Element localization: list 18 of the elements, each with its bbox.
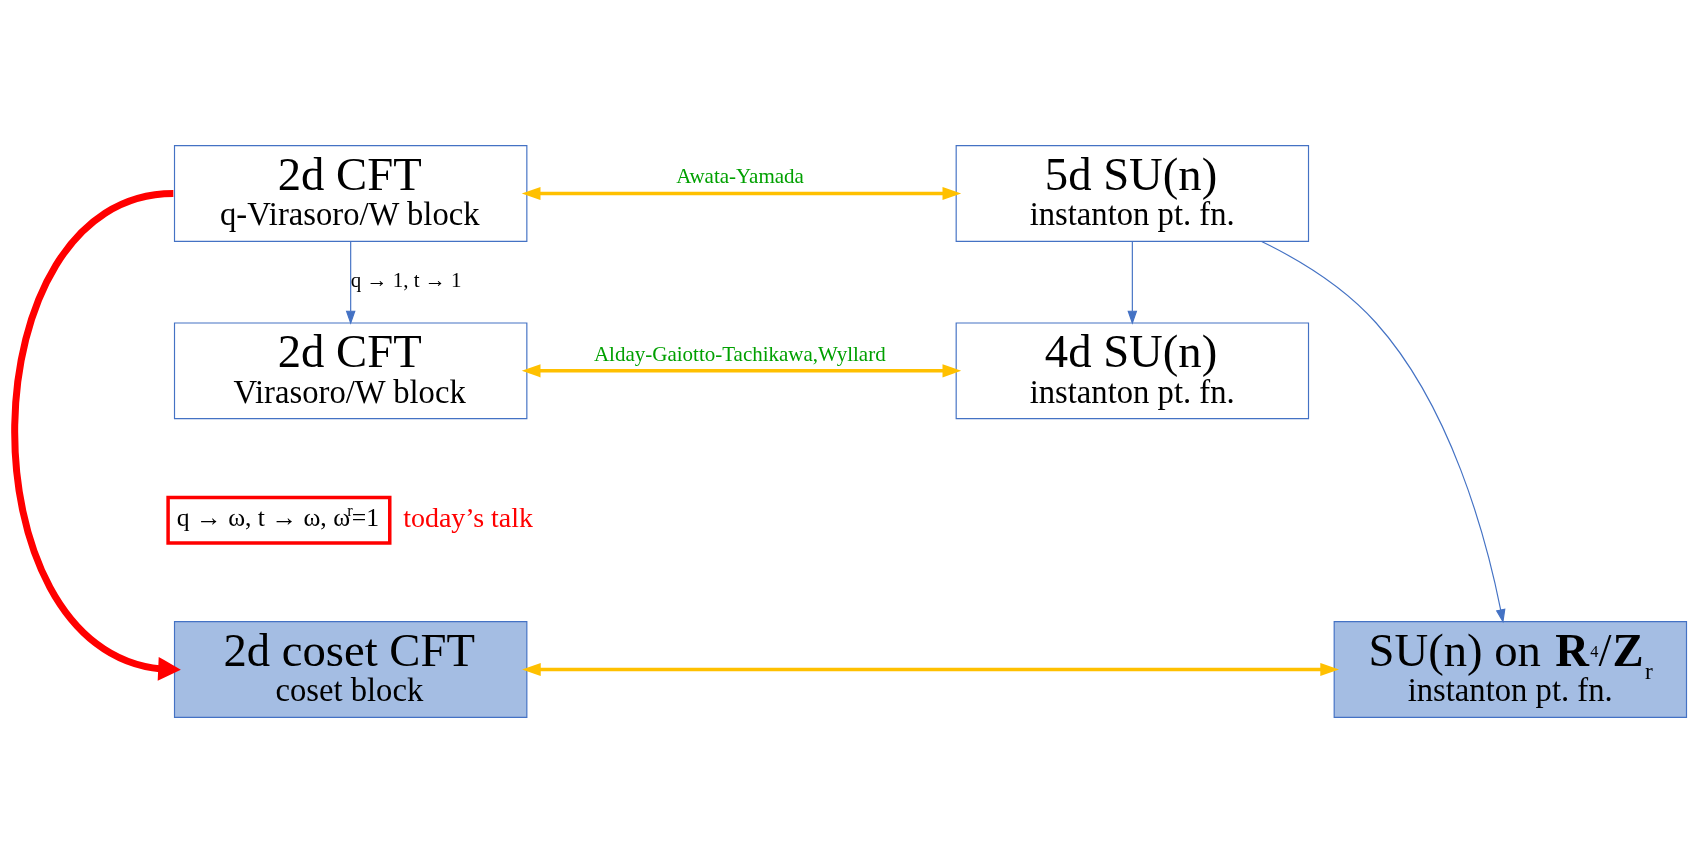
arrow: [345, 240, 356, 325]
node-box: 2d CFT q-Virasoro/W block: [173, 144, 527, 242]
arrow: [1126, 240, 1137, 325]
arrow: [521, 363, 961, 377]
arrow: [521, 662, 1339, 676]
node-label: today’s talk: [402, 501, 533, 533]
arrow: [10, 189, 181, 681]
arrow: [1260, 240, 1505, 623]
node-box: SU(n) on R$^{4}$/Z$_{r}$ instanton pt. fn.: [1333, 620, 1687, 718]
node-box: 4d SU(n) instanton pt. fn.: [955, 321, 1309, 419]
node-box: 5d SU(n) instanton pt. fn.: [955, 144, 1309, 242]
edge-label: Alday-Gaiotto-Tachikawa,Wyllard: [593, 341, 886, 366]
node-box: 2d CFT Virasoro/W block: [173, 321, 527, 419]
node-box: q → ω, t → ω, ω$^{r}$=1: [165, 495, 391, 545]
edge-label: Awata-Yamada: [675, 163, 804, 188]
edge-label: q → 1, t → 1: [350, 267, 462, 292]
arrow: [521, 186, 961, 200]
node-box: 2d coset CFT coset block: [173, 620, 527, 718]
